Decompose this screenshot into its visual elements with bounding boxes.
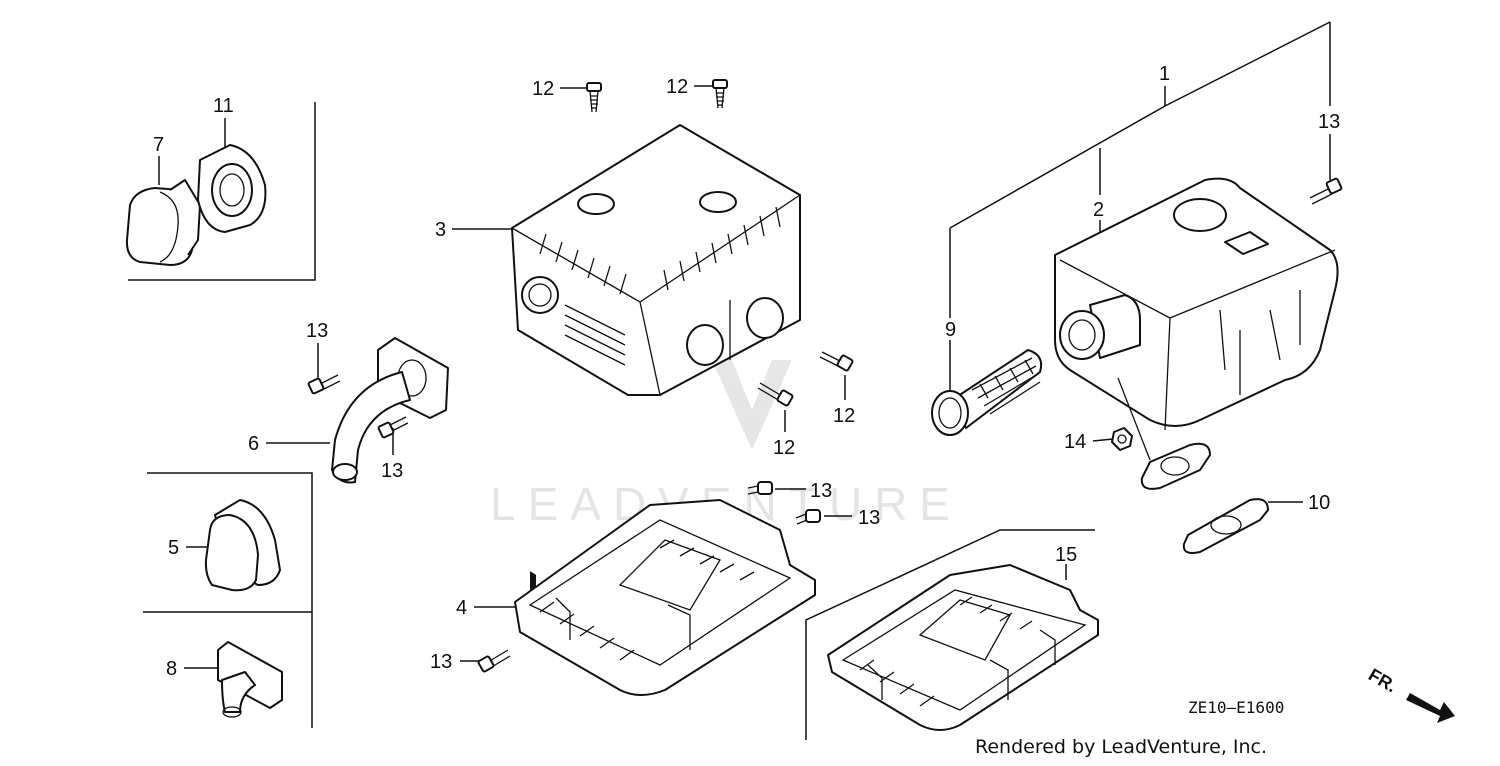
leader-lines [158,21,1331,669]
bolt-part-13-pipe-left[interactable] [307,374,341,395]
callout-13-right: 13 [1318,111,1340,133]
bolt-part-13-stay-top[interactable] [747,481,773,495]
muffler-protector-part[interactable] [511,124,801,595]
callout-2: 2 [1093,199,1104,221]
callout-12-top-left: 12 [532,78,554,100]
callout-12-top-right: 12 [666,76,688,98]
nut-part-14[interactable] [1111,427,1133,451]
bolt-part-12-top-left[interactable] [586,82,602,113]
callout-13-pipe-left: 13 [306,320,328,342]
exhaust-cap-part-5[interactable] [204,499,281,592]
bolt-part-13-stay-bottom[interactable] [477,649,511,673]
callout-13-stay-bottom: 13 [430,651,452,673]
diagram-code: ZE10—E1600 [1188,698,1284,717]
group-dividers [128,102,1095,740]
callout-5: 5 [168,537,179,559]
muffler-stay-part-15[interactable] [827,564,1099,731]
bolt-part-13-pipe-right[interactable] [377,416,409,439]
bolt-part-13-right[interactable] [1309,177,1343,205]
render-credit: Rendered by LeadVenture, Inc. [975,736,1267,758]
callout-14: 14 [1064,431,1086,453]
callout-7: 7 [153,134,164,156]
callout-1: 1 [1159,63,1170,85]
callout-13-pipe-right: 13 [381,460,403,482]
callout-6: 6 [248,433,259,455]
exhaust-cap-part-7[interactable] [125,179,201,266]
callout-11: 11 [213,95,234,117]
bolt-part-12-lower-right[interactable] [819,351,854,372]
callout-12-lower-left: 12 [773,437,795,459]
bolt-part-13-stay-mid[interactable] [795,509,821,525]
muffler-gasket-part[interactable] [1140,442,1211,490]
callout-9: 9 [945,319,956,341]
exhaust-flange-part-11[interactable] [197,144,267,233]
direction-label: FR. [1365,664,1400,696]
muffler-part[interactable] [1054,177,1339,461]
callout-labels: 1 2 3 4 5 6 7 8 9 10 11 12 12 12 12 13 1… [153,63,1340,680]
callout-13-stay-mid: 13 [858,507,880,529]
bolt-part-12-top-right[interactable] [712,79,728,109]
gasket-part-10[interactable] [1182,498,1269,554]
muffler-stay-part[interactable] [514,499,816,696]
exhaust-pipe-part[interactable] [331,337,449,484]
exhaust-elbow-part-8[interactable] [217,641,283,718]
callout-13-stay-top: 13 [810,480,832,502]
callout-15: 15 [1055,544,1077,566]
callout-10: 10 [1308,492,1330,514]
bolt-part-12-lower-left[interactable] [757,382,794,407]
callout-3: 3 [435,219,446,241]
callout-12-lower-right: 12 [833,405,855,427]
callout-8: 8 [166,658,177,680]
spark-arrester-part[interactable] [931,349,1043,436]
arrow-icon [1406,693,1455,723]
front-direction-indicator: FR. [1365,664,1455,723]
callout-4: 4 [456,597,467,619]
